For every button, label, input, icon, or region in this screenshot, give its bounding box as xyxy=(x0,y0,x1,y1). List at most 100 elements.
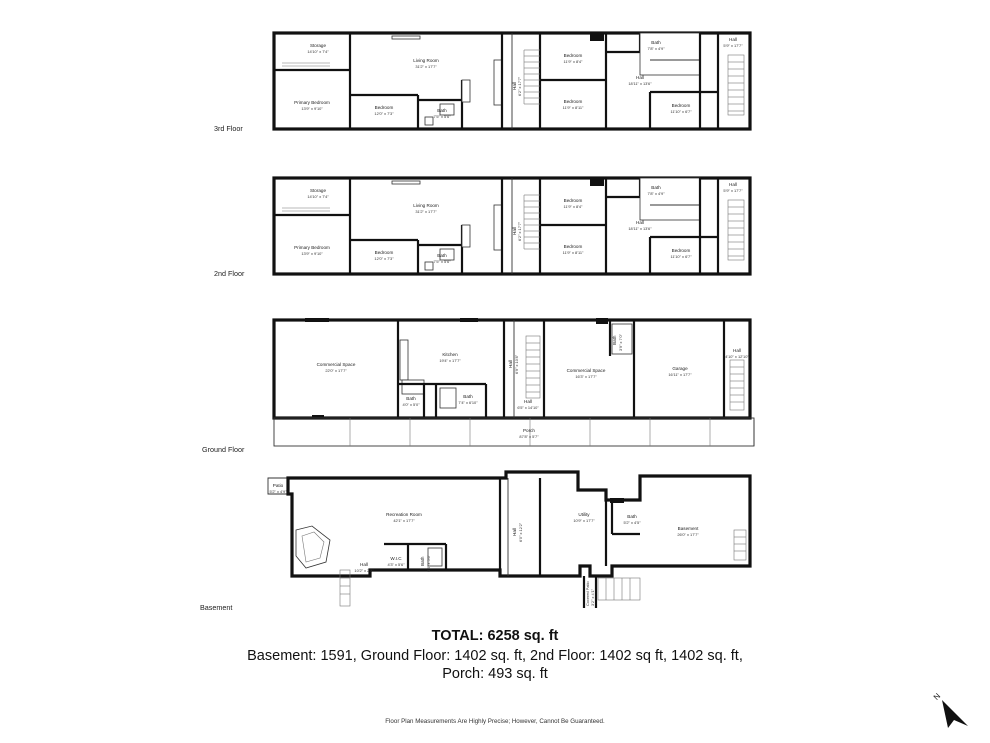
floor-label-ground: Ground Floor xyxy=(202,445,245,454)
room-dims: 6'5" x 14'10" xyxy=(517,405,539,410)
room-dims: 19'4" x 17'7" xyxy=(439,358,461,363)
floor-plan-3rd xyxy=(272,31,752,131)
room-label: Bath xyxy=(651,185,661,190)
floor-ground: Ground Floor Commercial Space 22'0" x 17… xyxy=(202,318,755,454)
room-dims: 11'9" x 8'11" xyxy=(563,250,584,255)
room-dims: 7'5" x 5'6" xyxy=(433,114,451,119)
room-label: Commercial Space xyxy=(317,362,356,367)
floor-basement: Basement Patio 5'2" x 4'9" Recreation Ro… xyxy=(200,470,752,612)
room-label: Bedroom xyxy=(375,105,394,110)
room-label: Garage xyxy=(672,366,688,371)
disclaimer: Floor Plan Measurements Are Highly Preci… xyxy=(385,718,605,725)
room-dims: 5'9" x 17'7" xyxy=(723,43,743,48)
room-label: Hall xyxy=(508,360,513,368)
room-dims: 31'2" x 17'7" xyxy=(415,64,437,69)
room-dims: 12'0" x 7'3" xyxy=(374,111,394,116)
room-label: Patio xyxy=(273,483,284,488)
room-dims: 11'10" x 6'7" xyxy=(670,109,692,114)
room-dims: 14'10" x 7'4" xyxy=(307,49,329,54)
room-dims: 18'11" x 13'6" xyxy=(628,81,652,86)
room-label: Hall xyxy=(360,562,368,567)
room-label: Hall xyxy=(636,75,644,80)
room-label: Hall xyxy=(524,399,532,404)
room-label: Storage xyxy=(310,43,327,48)
room-label: Hall xyxy=(636,220,644,225)
room-label: Utility xyxy=(578,512,590,517)
room-dims: 5'9" x 17'7" xyxy=(723,188,743,193)
room-label: Kitchen xyxy=(442,352,458,357)
room-label: Bath xyxy=(420,556,425,566)
room-dims: 7'4" x 6'10" xyxy=(458,400,478,405)
room-label: Bath xyxy=(463,394,473,399)
room-dims: 16'11" x 17'7" xyxy=(668,372,692,377)
room-dims: 5'8" x 5'6" xyxy=(426,554,431,572)
room-label: Bath xyxy=(651,40,661,45)
room-dims: 3'2" x 4'1" xyxy=(590,588,595,606)
compass-label: N xyxy=(932,691,943,702)
room-dims: 10'9" x 17'7" xyxy=(573,518,595,523)
room-dims: 7'8" x 4'9" xyxy=(647,191,665,196)
room-label: Primary Bedroom xyxy=(294,245,330,250)
room-dims: 13'9" x 9'10" xyxy=(301,251,323,256)
room-label: Hall xyxy=(512,82,517,90)
room-label: Basement xyxy=(678,526,699,531)
room-label: Bath xyxy=(612,335,617,345)
total-area: TOTAL: 6258 sq. ft xyxy=(431,628,559,644)
room-dims: 11'9" x 8'4" xyxy=(564,59,584,64)
room-label: Hall xyxy=(729,37,737,42)
room-dims: 26'0" x 17'7" xyxy=(677,532,699,537)
room-dims: 6'0" x 12'2" xyxy=(518,522,523,542)
room-dims: 3'9" x 7'0" xyxy=(618,333,623,351)
room-label: Commercial Space xyxy=(567,368,606,373)
floor-label-basement: Basement xyxy=(200,603,232,612)
room-label: Living Room xyxy=(413,203,439,208)
room-label: Bedroom xyxy=(672,103,691,108)
room-label: Bedroom xyxy=(672,248,691,253)
room-label: Recreation Room xyxy=(386,512,422,517)
room-dims: 5'2" x 4'9" xyxy=(269,489,287,494)
room-dims: 6'2" x 17'7" xyxy=(517,76,522,96)
room-dims: 11'9" x 8'4" xyxy=(564,204,584,209)
room-label: Primary Bedroom xyxy=(294,100,330,105)
room-label: Storage xyxy=(310,188,327,193)
porch-area: Porch: 493 sq. ft xyxy=(442,666,548,682)
room-label: Covered Patio xyxy=(585,581,590,606)
floor-3rd: 3rd Floor Storage 14'10" x 7'4" Living R… xyxy=(214,31,752,133)
room-label: Porch xyxy=(523,428,535,433)
room-dims: 16'3" x 17'7" xyxy=(575,374,597,379)
area-breakdown: Basement: 1591, Ground Floor: 1402 sq. f… xyxy=(247,648,743,664)
room-dims: 4'10" x 12'10" xyxy=(725,354,749,359)
room-label: Hall xyxy=(733,348,741,353)
room-label: Bath xyxy=(406,396,416,401)
room-dims: 13'9" x 9'10" xyxy=(301,106,323,111)
room-dims: 87'8" x 5'7" xyxy=(519,434,539,439)
room-dims: 11'9" x 8'11" xyxy=(563,105,584,110)
room-label: W.I.C xyxy=(390,556,402,561)
room-label: Bedroom xyxy=(564,244,583,249)
floor-label-2nd: 2nd Floor xyxy=(214,269,245,278)
room-label: Bath xyxy=(627,514,637,519)
room-dims: 14'10" x 7'4" xyxy=(307,194,329,199)
room-dims: 42'1" x 17'7" xyxy=(393,518,415,523)
room-dims: 31'2" x 17'7" xyxy=(415,209,437,214)
room-dims: 6'2" x 17'7" xyxy=(517,221,522,241)
room-label: Bedroom xyxy=(375,250,394,255)
room-dims: 7'8" x 4'9" xyxy=(647,46,665,51)
floor-label-3rd: 3rd Floor xyxy=(214,124,243,133)
room-dims: 7'5" x 5'6" xyxy=(433,259,451,264)
room-dims: 6'9" x 10'8" xyxy=(514,354,519,374)
room-label: Bath xyxy=(437,108,447,113)
room-label: Hall xyxy=(512,227,517,235)
room-label: Bedroom xyxy=(564,53,583,58)
room-label: Bath xyxy=(437,253,447,258)
room-dims: 4'3" x 5'6" xyxy=(387,562,405,567)
north-arrow-icon: N xyxy=(932,691,968,728)
room-dims: 18'11" x 13'6" xyxy=(628,226,652,231)
room-dims: 4'0" x 5'0" xyxy=(402,402,420,407)
room-dims: 22'0" x 17'7" xyxy=(325,368,347,373)
room-label: Bedroom xyxy=(564,99,583,104)
floor-2nd: 2nd Floor Storage 14'10" x 7'4" Living R… xyxy=(214,176,752,278)
basement-outline xyxy=(286,470,752,578)
floor-plan-2nd xyxy=(272,176,752,276)
room-label: Hall xyxy=(729,182,737,187)
